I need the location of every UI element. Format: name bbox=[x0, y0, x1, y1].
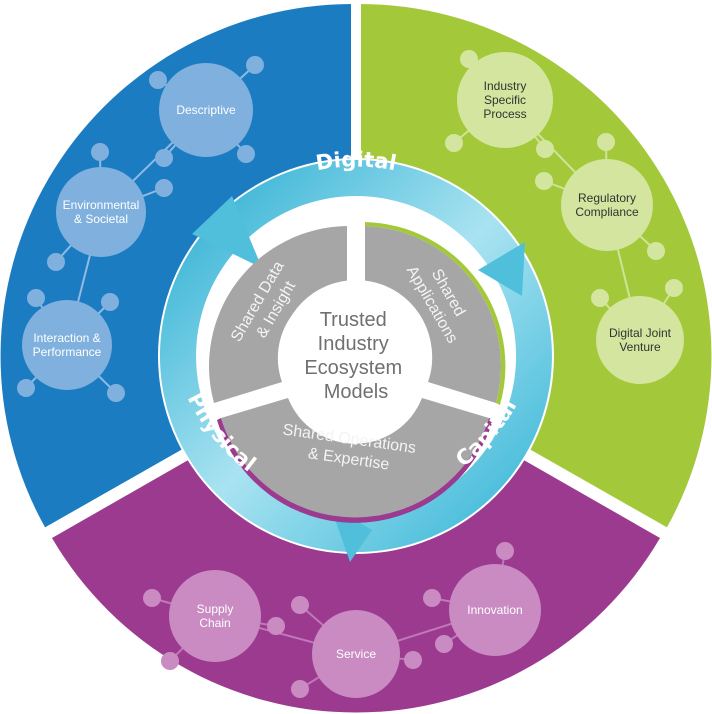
satellite-dot bbox=[647, 242, 665, 260]
capital-node bbox=[457, 52, 553, 148]
satellite-dot bbox=[291, 596, 309, 614]
capital-node bbox=[561, 159, 653, 251]
satellite-dot bbox=[17, 379, 35, 397]
center-line: Industry bbox=[318, 333, 389, 355]
satellite-dot bbox=[149, 71, 167, 89]
satellite-dot bbox=[665, 279, 683, 297]
arrow-head-digital bbox=[192, 196, 262, 268]
satellite-dot bbox=[91, 143, 109, 161]
inner-segments bbox=[209, 222, 506, 523]
satellite-dot bbox=[445, 134, 463, 152]
digital-node-label: Descriptive bbox=[176, 103, 236, 117]
center-title: Trusted Industry Ecosystem Models bbox=[304, 309, 407, 403]
physical-node bbox=[449, 564, 541, 656]
satellite-dot bbox=[47, 253, 65, 271]
segment-shared-operations bbox=[221, 398, 489, 518]
physical-node bbox=[169, 570, 261, 662]
physical-node-label: Service bbox=[336, 647, 376, 661]
satellite-dot bbox=[155, 149, 173, 167]
satellite-dot bbox=[267, 617, 285, 635]
capital-node bbox=[596, 296, 684, 384]
satellite-dot bbox=[143, 589, 161, 607]
satellite-dot bbox=[246, 56, 264, 74]
center-line: Trusted bbox=[320, 309, 387, 331]
satellite-dot bbox=[27, 289, 45, 307]
satellite-dot bbox=[155, 179, 173, 197]
digital-node bbox=[159, 63, 253, 157]
satellite-dot bbox=[404, 651, 422, 669]
center-line: Models bbox=[324, 381, 388, 403]
digital-node bbox=[56, 167, 146, 257]
segment-shared-applications bbox=[365, 226, 501, 403]
satellite-dot bbox=[435, 635, 453, 653]
satellite-dot bbox=[496, 542, 514, 560]
digital-node bbox=[22, 300, 112, 390]
center-circle bbox=[280, 280, 432, 432]
digital-node-label: Environmental& Societal bbox=[63, 198, 140, 226]
center-line: Ecosystem bbox=[304, 357, 402, 379]
satellite-dot bbox=[423, 589, 441, 607]
satellite-dot bbox=[237, 145, 255, 163]
physical-node-label: Innovation bbox=[467, 603, 522, 617]
satellite-dot bbox=[536, 140, 554, 158]
satellite-dot bbox=[535, 172, 553, 190]
arrow-head-capital bbox=[478, 242, 525, 296]
satellite-dot bbox=[291, 680, 309, 698]
segment-shared-data bbox=[209, 226, 347, 403]
satellite-dot bbox=[591, 289, 609, 307]
satellite-dot bbox=[161, 652, 179, 670]
satellite-dot bbox=[107, 384, 125, 402]
digital-node-label: Interaction &Performance bbox=[33, 331, 102, 359]
physical-node bbox=[312, 610, 400, 698]
satellite-dot bbox=[460, 50, 478, 68]
satellite-dot bbox=[101, 293, 119, 311]
satellite-dot bbox=[597, 133, 615, 151]
